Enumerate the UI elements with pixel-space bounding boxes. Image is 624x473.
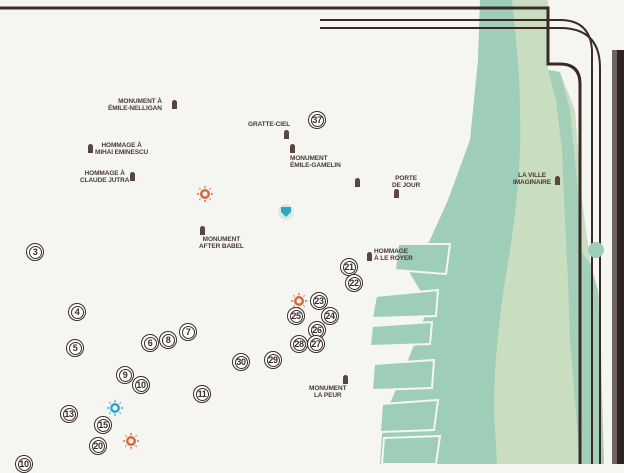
monument-icon [284,130,289,139]
numbered-marker[interactable]: 13 [60,405,78,423]
numbered-marker[interactable]: 6 [141,334,159,352]
numbered-marker[interactable]: 24 [321,307,339,325]
numbered-marker[interactable]: 9 [116,366,134,384]
numbered-marker[interactable]: 10 [15,455,33,473]
monument-icon [172,100,177,109]
numbered-marker[interactable]: 4 [68,303,86,321]
monument-icon [88,144,93,153]
numbered-marker[interactable]: 11 [193,385,211,403]
monument-icon [200,226,205,235]
numbered-marker[interactable]: 5 [66,339,84,357]
numbered-marker[interactable]: 23 [310,292,328,310]
blue-sun-marker-icon[interactable] [106,399,124,417]
numbered-marker[interactable]: 10 [132,376,150,394]
monument-icon [290,144,295,153]
numbered-marker[interactable]: 15 [94,416,112,434]
monument-icon [367,252,372,261]
place-label-gratte-ciel[interactable]: GRATTE-CIEL [248,121,291,128]
sun-marker-icon[interactable] [122,432,140,450]
numbered-marker[interactable]: 26 [308,321,326,339]
monument-icon [394,189,399,198]
river-right-shape [548,70,604,464]
numbered-marker[interactable]: 20 [89,437,107,455]
numbered-marker[interactable]: 37 [308,111,326,129]
monument-icon [130,172,135,181]
numbered-marker[interactable]: 25 [287,307,305,325]
numbered-marker[interactable]: 3 [26,243,44,261]
map-frame [0,6,601,464]
monument-icon [555,176,560,185]
numbered-marker[interactable]: 21 [340,258,358,276]
numbered-marker[interactable]: 22 [345,274,363,292]
right-edge-light [612,50,617,464]
sun-marker-icon[interactable] [196,185,214,203]
island-dot [588,242,604,258]
piers [368,243,452,464]
numbered-marker[interactable]: 28 [290,335,308,353]
sun-marker-icon[interactable] [290,292,308,310]
monument-icon [355,178,360,187]
numbered-marker[interactable]: 8 [159,331,177,349]
numbered-marker[interactable]: 29 [264,351,282,369]
numbered-marker[interactable]: 30 [232,353,250,371]
shield-marker-icon[interactable] [277,203,295,221]
monument-icon [343,375,348,384]
river-shape [380,0,521,464]
numbered-marker[interactable]: 7 [179,323,197,341]
numbered-marker[interactable]: 27 [307,335,325,353]
